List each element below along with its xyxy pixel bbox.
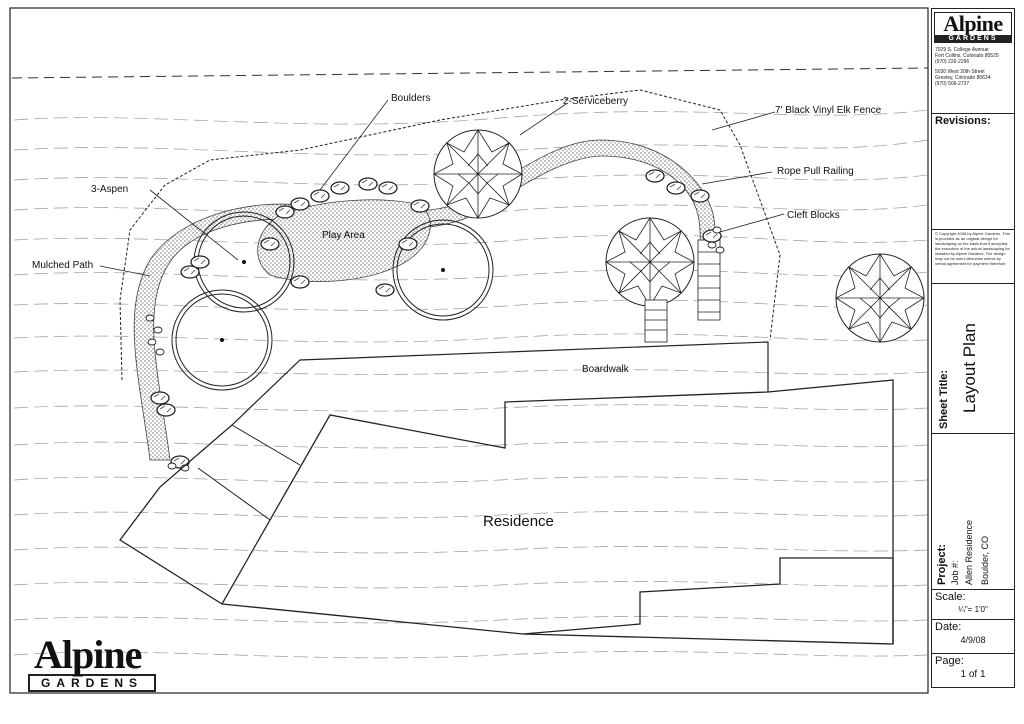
boardwalk-step — [197, 467, 271, 521]
leader-lines — [99, 99, 785, 277]
tb-logo-word: Alpine — [943, 11, 1003, 36]
label-fence: 7' Black Vinyl Elk Fence — [775, 105, 882, 116]
tb-page-label: Page: — [935, 655, 964, 667]
neighbor-tree — [835, 253, 925, 343]
residence-outline — [119, 379, 894, 645]
tb-copyright: © Copyright 2008 by Alpine Gardens. This… — [932, 229, 1014, 284]
tb-address-1: 7029 S. College Avenue Fort Collins, Col… — [935, 47, 999, 65]
label-boulders: Boulders — [391, 93, 430, 104]
play-area — [257, 199, 431, 282]
tb-project-name: Allen Residence — [964, 519, 974, 585]
boardwalk-outline — [159, 341, 769, 488]
tb-revisions: Revisions: — [932, 113, 1014, 230]
label-aspen: 3-Aspen — [91, 184, 128, 195]
title-block: Alpine GARDENS 7029 S. College Avenue Fo… — [931, 8, 1015, 688]
small-stones — [145, 226, 725, 472]
tb-scale-label: Scale: — [935, 591, 966, 603]
tb-sheet-title-value: Layout Plan — [960, 323, 979, 413]
tb-project-label: Project: — [936, 544, 948, 585]
elk-fence — [119, 89, 781, 381]
tb-job-label: Job #: — [950, 560, 960, 585]
property-line — [11, 67, 929, 79]
tb-logo-sub: GARDENS — [935, 35, 1011, 42]
tb-page: Page: 1 of 1 — [932, 653, 1014, 687]
serviceberry-tree-2 — [605, 217, 695, 307]
logo-word: Alpine — [34, 632, 142, 677]
tb-address-2: 5030 West 20th Street Greeley, Colorado … — [935, 69, 991, 87]
tb-project-city: Boulder, CO — [980, 535, 990, 585]
label-residence: Residence — [483, 513, 554, 530]
cleft-block-steps — [644, 239, 721, 343]
label-cleft: Cleft Blocks — [787, 210, 840, 221]
serviceberry-tree-1 — [433, 129, 523, 219]
tb-project: Project: Job #: Allen Residence Boulder,… — [932, 433, 1014, 590]
aspen-trunks — [220, 260, 445, 342]
sheet-border — [9, 7, 929, 694]
company-logo: Alpine GARDENS — [28, 632, 168, 692]
tb-date-label: Date: — [935, 621, 962, 633]
tb-scale: Scale: ¼"= 1'0" — [932, 589, 1014, 620]
tb-logo: Alpine GARDENS — [934, 12, 1012, 43]
tb-scale-value: ¼"= 1'0" — [958, 605, 988, 614]
tb-logo-section: Alpine GARDENS 7029 S. College Avenue Fo… — [932, 9, 1014, 114]
aspen-circles — [171, 211, 494, 391]
tb-page-value: 1 of 1 — [960, 669, 986, 680]
label-serviceberry: 2-Serviceberry — [563, 96, 628, 107]
label-rope: Rope Pull Railing — [777, 166, 854, 177]
tb-revisions-label: Revisions: — [935, 115, 991, 127]
label-play-area: Play Area — [322, 230, 365, 241]
boardwalk-step — [231, 424, 301, 466]
tb-date-value: 4/9/08 — [960, 635, 986, 645]
tb-sheet-title: Sheet Title: Layout Plan — [932, 283, 1014, 434]
label-path: Mulched Path — [32, 260, 93, 271]
logo-sub: GARDENS — [28, 674, 156, 692]
label-boardwalk: Boardwalk — [582, 364, 630, 375]
tb-sheet-title-label: Sheet Title: — [938, 369, 950, 429]
tb-date: Date: 4/9/08 — [932, 619, 1014, 654]
